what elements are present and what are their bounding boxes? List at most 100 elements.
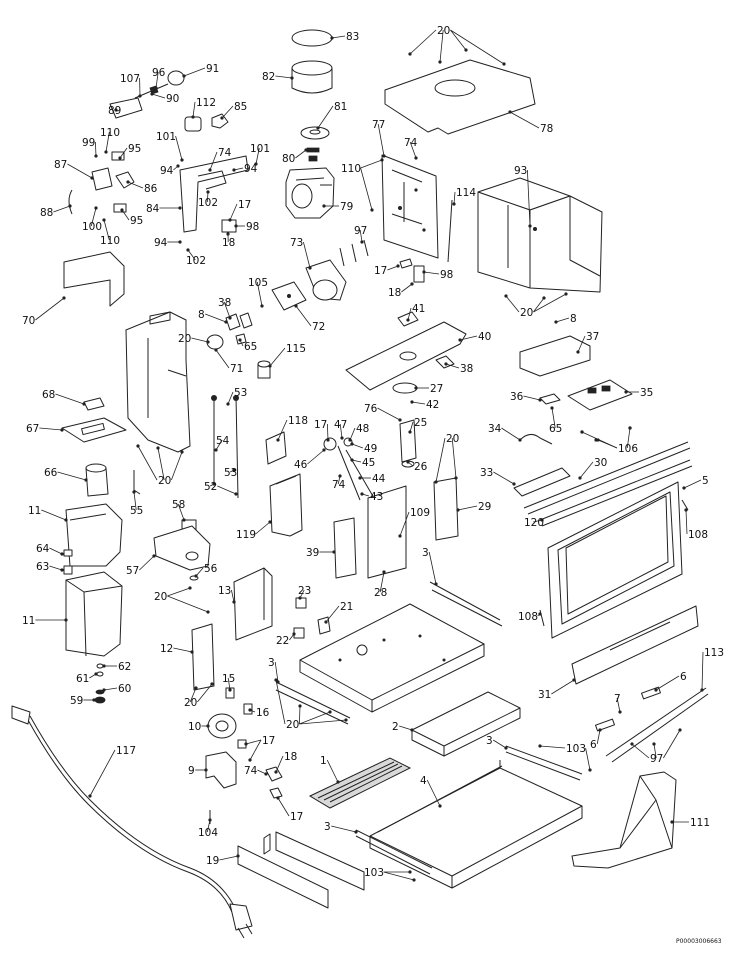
leader-dot-34 bbox=[519, 439, 521, 441]
part-78-top-plate bbox=[385, 60, 535, 134]
leader-line-99 bbox=[95, 142, 96, 156]
part-18b bbox=[414, 266, 424, 282]
part-81-burr bbox=[301, 127, 329, 139]
leader-dot-68 bbox=[83, 403, 85, 405]
leader-dot-31 bbox=[573, 679, 575, 681]
leader-dot-98 bbox=[235, 225, 237, 227]
callout-17d: 17 bbox=[262, 735, 275, 747]
leader-dot-57 bbox=[153, 555, 155, 557]
leader-line-81 bbox=[318, 106, 333, 128]
callout-97: 97 bbox=[354, 225, 367, 237]
callout-37: 37 bbox=[586, 331, 599, 343]
callout-20h: 20 bbox=[286, 719, 299, 731]
leader-dot-74 bbox=[415, 157, 417, 159]
callout-57: 57 bbox=[126, 565, 139, 577]
callout-33: 33 bbox=[480, 467, 493, 479]
leader-dot-99 bbox=[95, 155, 97, 157]
callout-67: 67 bbox=[26, 423, 39, 435]
leader-line-17d bbox=[250, 740, 261, 760]
callout-78: 78 bbox=[540, 123, 553, 135]
callout-3c: 3 bbox=[486, 735, 493, 747]
leader-dot-84 bbox=[179, 207, 181, 209]
part-88-wire bbox=[69, 190, 72, 214]
callout-87: 87 bbox=[54, 159, 67, 171]
leader-dot-100 bbox=[95, 207, 97, 209]
callout-42: 42 bbox=[426, 399, 439, 411]
part-57 bbox=[154, 526, 210, 570]
leader-line-68 bbox=[55, 394, 84, 404]
callout-58: 58 bbox=[172, 499, 185, 511]
leader-line-97b bbox=[663, 730, 680, 758]
leader-dot-83 bbox=[331, 37, 333, 39]
part-111-funnel bbox=[572, 772, 676, 868]
leader-dot-23 bbox=[299, 597, 301, 599]
leader-line-1 bbox=[327, 760, 338, 782]
callout-8: 8 bbox=[570, 313, 577, 325]
part-33 bbox=[514, 468, 570, 496]
part-63 bbox=[64, 566, 72, 574]
part-85 bbox=[212, 114, 228, 128]
part-84-bracket bbox=[180, 156, 248, 232]
part-70-cover bbox=[64, 252, 124, 306]
leader-dot-20h bbox=[299, 705, 301, 707]
leader-line-20 bbox=[450, 30, 504, 64]
leader-dot-95b bbox=[121, 209, 123, 211]
leader-dot-20h bbox=[329, 711, 331, 713]
leader-line-17b bbox=[387, 266, 398, 270]
callout-101b: 101 bbox=[250, 143, 270, 155]
part-35-pcb bbox=[568, 380, 632, 410]
leader-dot-3 bbox=[435, 583, 437, 585]
callout-107: 107 bbox=[120, 73, 140, 85]
callout-39: 39 bbox=[306, 547, 319, 559]
leader-dot-110c bbox=[103, 219, 105, 221]
callout-3d: 3 bbox=[324, 821, 331, 833]
leader-dot-108b bbox=[539, 613, 541, 615]
leader-line-20f bbox=[167, 596, 208, 612]
leader-dot-97b bbox=[679, 729, 681, 731]
leader-line-42 bbox=[412, 402, 425, 404]
leader-line-30 bbox=[580, 462, 593, 478]
callout-48: 48 bbox=[356, 423, 369, 435]
leader-dot-26 bbox=[407, 461, 409, 463]
callout-70: 70 bbox=[22, 315, 35, 327]
leader-line-20h bbox=[276, 680, 285, 724]
callout-88: 88 bbox=[40, 207, 53, 219]
callout-30: 30 bbox=[594, 457, 607, 469]
part-27 bbox=[393, 383, 417, 393]
leader-line-29 bbox=[458, 506, 477, 510]
callout-81: 81 bbox=[334, 101, 347, 113]
leader-dot-97b bbox=[631, 743, 633, 745]
leader-dot-62 bbox=[103, 665, 105, 667]
part-86 bbox=[116, 172, 134, 188]
callout-52: 52 bbox=[204, 481, 217, 493]
leader-dot-8 bbox=[555, 321, 557, 323]
leader-line-20f bbox=[167, 588, 190, 596]
leader-dot-101 bbox=[181, 159, 183, 161]
leader-dot-20 bbox=[409, 53, 411, 55]
part-40-plate bbox=[346, 322, 466, 390]
callout-13: 13 bbox=[218, 585, 231, 597]
callout-23: 23 bbox=[298, 585, 311, 597]
leader-dot-28 bbox=[383, 571, 385, 573]
part-83-lid bbox=[292, 30, 332, 46]
callout-59: 59 bbox=[70, 695, 83, 707]
leader-dot-9 bbox=[205, 769, 207, 771]
callout-102: 102 bbox=[198, 197, 218, 209]
leader-dot-17d bbox=[245, 743, 247, 745]
callout-90: 90 bbox=[166, 93, 179, 105]
callout-68: 68 bbox=[42, 389, 55, 401]
leader-dot-20e bbox=[181, 451, 183, 453]
callout-47: 47 bbox=[334, 419, 347, 431]
leader-dot-20f bbox=[189, 587, 191, 589]
leader-dot-117 bbox=[89, 795, 91, 797]
part-87-switch bbox=[92, 168, 112, 190]
callout-22: 22 bbox=[276, 635, 289, 647]
leader-dot-22 bbox=[293, 633, 295, 635]
callout-105: 105 bbox=[248, 277, 268, 289]
callout-65b: 65 bbox=[549, 423, 562, 435]
leader-dot-20h bbox=[275, 679, 277, 681]
leader-dot-20h bbox=[345, 719, 347, 721]
callout-3: 3 bbox=[422, 547, 429, 559]
leader-dot-33 bbox=[513, 483, 515, 485]
leader-dot-41 bbox=[407, 319, 409, 321]
